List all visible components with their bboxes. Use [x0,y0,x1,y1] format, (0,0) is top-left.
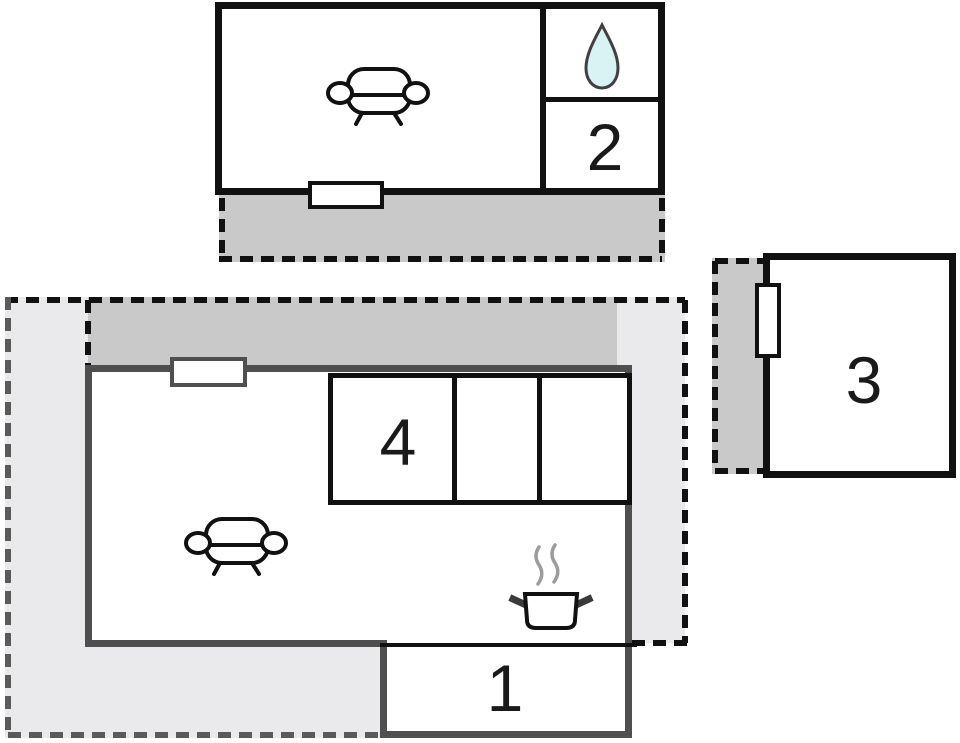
terrace-top-annex [219,195,665,262]
room-4-label: 4 [379,405,417,479]
annex-terrace-outline [219,198,665,262]
room-1-label: 1 [486,651,524,725]
water-drop-icon [584,21,620,90]
main-terrace-outline-right [632,300,688,646]
sofa-icon [184,517,288,576]
room-2-label: 2 [586,110,624,184]
terrace-main-strip [88,297,617,368]
window-marker-annex [308,181,384,209]
entry-room [380,643,632,738]
annex-inner-wall-horizontal [546,97,665,102]
annex-inner-wall-vertical [540,2,546,195]
sofa-icon [326,67,430,126]
outbuilding-terrace-outline [712,258,763,474]
terrace-left-area [5,297,88,738]
entry-room-top-line [380,643,637,647]
terrace-bottom-area [88,643,380,738]
main-room-bottom-wall [85,640,387,647]
bedroom-block [328,373,632,505]
door-marker-outbuilding [755,283,781,358]
cooking-pot-icon [508,543,594,630]
outbuilding-room [763,253,956,478]
window-marker-main [170,357,247,387]
room-3-label: 3 [845,343,883,417]
bedroom-divider-2 [537,373,542,505]
bedroom-divider-1 [452,373,457,505]
